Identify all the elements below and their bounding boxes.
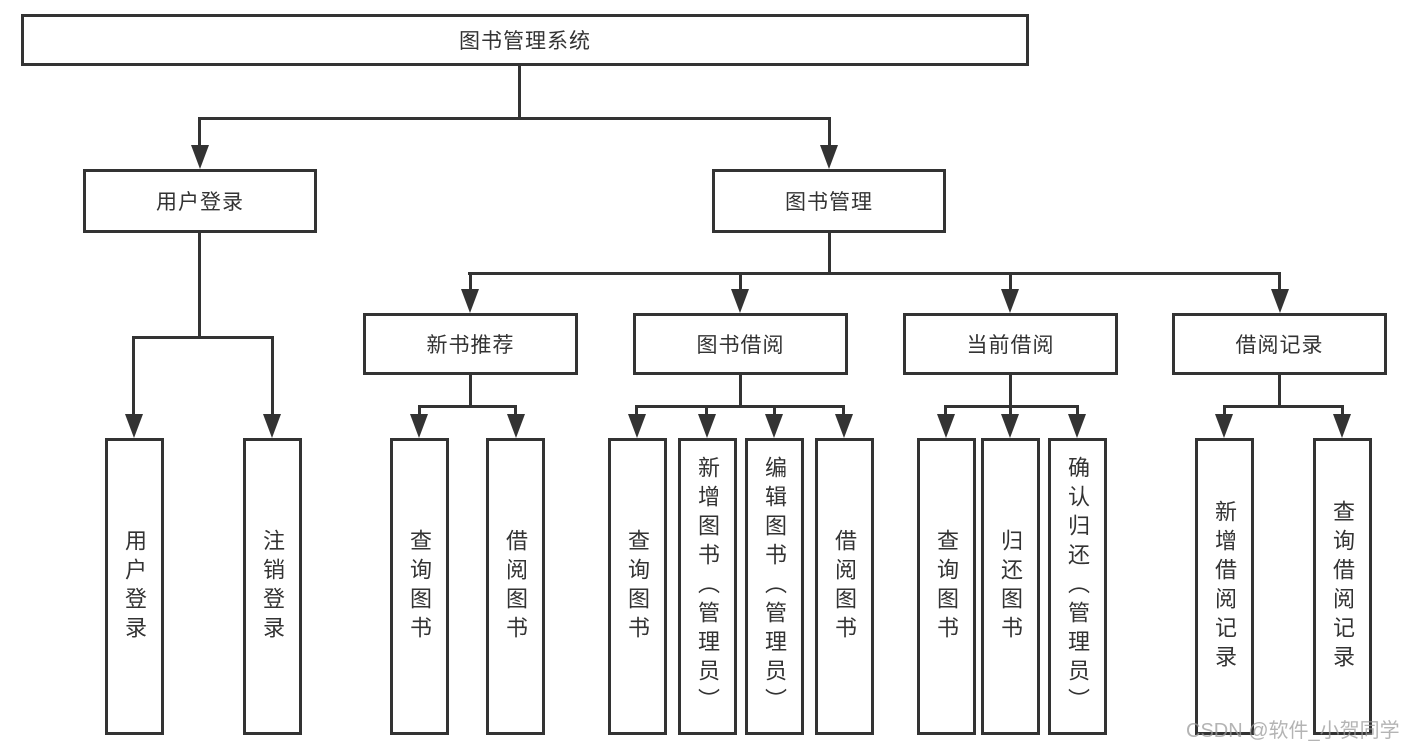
connector-hline: [946, 405, 1078, 408]
connector-vline: [739, 272, 742, 289]
connector-vline: [705, 405, 708, 414]
leaf-borrow-books-recommend: 借阅图书: [486, 438, 545, 735]
connector-vline: [739, 375, 742, 405]
arrow-down-icon: [628, 414, 646, 438]
connector-vline: [1341, 405, 1344, 414]
arrow-down-icon: [1068, 414, 1086, 438]
node-user-login: 用户登录: [83, 169, 317, 233]
connector-vline: [1076, 405, 1079, 414]
leaf-query-books-borrowing: 查询图书: [608, 438, 667, 735]
arrow-down-icon: [765, 414, 783, 438]
connector-vline: [198, 117, 201, 145]
arrow-down-icon: [1001, 414, 1019, 438]
connector-vline: [271, 336, 274, 414]
leaf-user-login: 用户登录: [105, 438, 164, 735]
connector-vline: [944, 405, 947, 414]
arrow-down-icon: [263, 414, 281, 438]
connector-vline: [842, 405, 845, 414]
arrow-down-icon: [1271, 289, 1289, 313]
node-new-book-recommendation: 新书推荐: [363, 313, 578, 375]
connector-vline: [1009, 375, 1012, 405]
connector-vline: [1223, 405, 1226, 414]
leaf-edit-books-admin: 编辑图书（管理员）: [745, 438, 804, 735]
leaf-query-books-current: 查询图书: [917, 438, 976, 735]
connector-vline: [773, 405, 776, 414]
leaf-add-borrow-record: 新增借阅记录: [1195, 438, 1254, 735]
connector-vline: [514, 405, 517, 414]
connector-vline: [1009, 405, 1012, 414]
arrow-down-icon: [125, 414, 143, 438]
leaf-confirm-return-admin: 确认归还（管理员）: [1048, 438, 1107, 735]
connector-vline: [418, 405, 421, 414]
arrow-down-icon: [191, 145, 209, 169]
arrow-down-icon: [698, 414, 716, 438]
connector-vline: [1278, 375, 1281, 405]
node-current-borrowing: 当前借阅: [903, 313, 1118, 375]
node-borrowing-records: 借阅记录: [1172, 313, 1387, 375]
arrow-down-icon: [835, 414, 853, 438]
connector-vline: [1278, 272, 1281, 289]
leaf-return-books: 归还图书: [981, 438, 1040, 735]
connector-vline: [1009, 272, 1012, 289]
connector-vline: [198, 233, 201, 336]
arrow-down-icon: [461, 289, 479, 313]
arrow-down-icon: [1001, 289, 1019, 313]
connector-hline: [199, 117, 831, 120]
arrow-down-icon: [507, 414, 525, 438]
connector-vline: [518, 66, 521, 117]
node-book-management: 图书管理: [712, 169, 946, 233]
leaf-logout: 注销登录: [243, 438, 302, 735]
node-library-management-system: 图书管理系统: [21, 14, 1029, 66]
node-book-borrowing: 图书借阅: [633, 313, 848, 375]
leaf-add-books-admin: 新增图书（管理员）: [678, 438, 737, 735]
connector-vline: [635, 405, 638, 414]
leaf-query-borrow-record: 查询借阅记录: [1313, 438, 1372, 735]
arrow-down-icon: [1215, 414, 1233, 438]
connector-hline: [468, 272, 1281, 275]
connector-vline: [469, 272, 472, 289]
connector-vline: [828, 117, 831, 145]
connector-vline: [469, 375, 472, 405]
watermark: CSDN @软件_小贺同学: [1186, 720, 1400, 742]
connector-hline: [637, 405, 845, 408]
connector-hline: [419, 405, 517, 408]
leaf-query-books-recommend: 查询图书: [390, 438, 449, 735]
connector-vline: [828, 233, 831, 272]
arrow-down-icon: [410, 414, 428, 438]
arrow-down-icon: [731, 289, 749, 313]
connector-hline: [1224, 405, 1343, 408]
arrow-down-icon: [937, 414, 955, 438]
arrow-down-icon: [1333, 414, 1351, 438]
leaf-borrow-books-borrowing: 借阅图书: [815, 438, 874, 735]
arrow-down-icon: [820, 145, 838, 169]
connector-vline: [132, 336, 135, 414]
connector-hline: [134, 336, 273, 339]
